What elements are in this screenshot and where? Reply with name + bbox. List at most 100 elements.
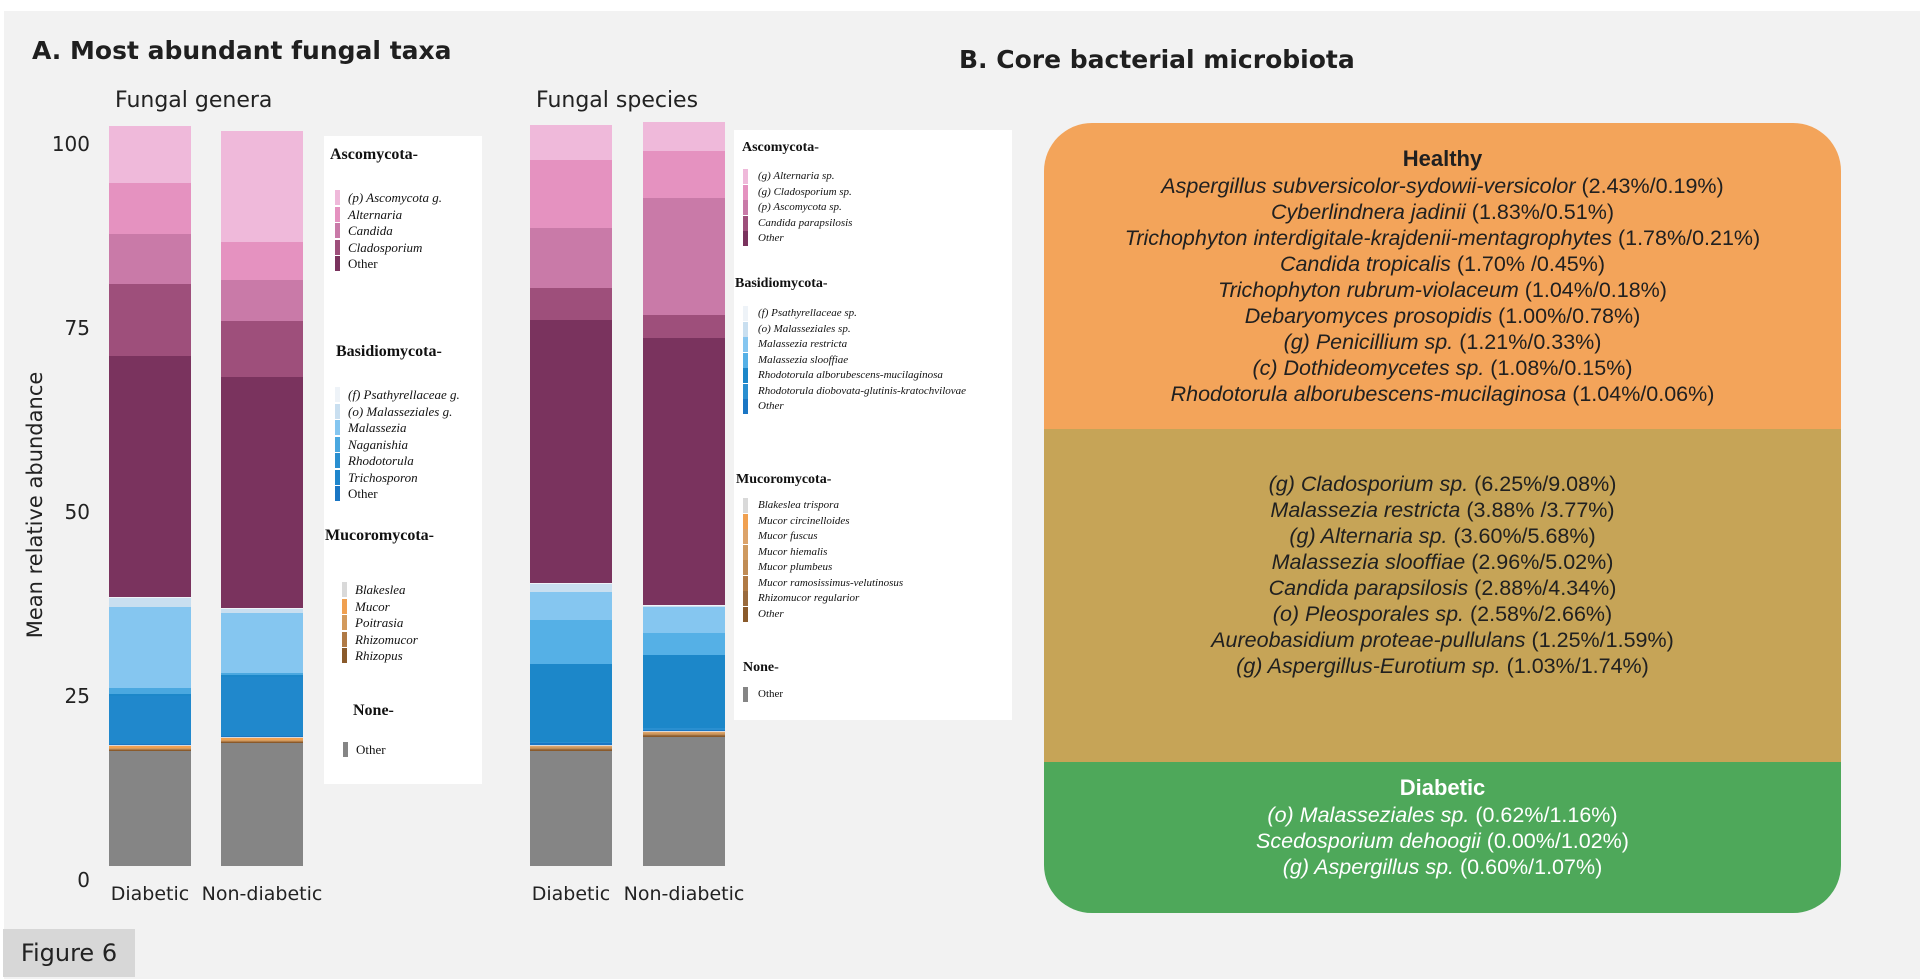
- bar-segment: [643, 606, 725, 633]
- legend-label: (f) Psathyrellaceae sp.: [758, 307, 857, 319]
- bar-segment: [109, 748, 191, 750]
- bar-segment: [643, 315, 725, 338]
- taxon-row: Trichophyton interdigitale-krajdenii-men…: [1125, 225, 1760, 251]
- bar-segment: [221, 673, 303, 676]
- legend-item: Other: [335, 256, 378, 271]
- bar-segment: [530, 620, 612, 665]
- bar-segment: [530, 743, 612, 745]
- legend-label: (g) Cladosporium sp.: [758, 185, 852, 198]
- legend-item: Malassezia restricta: [743, 337, 847, 352]
- taxon-name: Candida parapsilosis: [1268, 576, 1469, 600]
- legend-group-title: None-: [353, 702, 394, 719]
- bar-segment: [221, 609, 303, 613]
- legend-swatch: [743, 231, 748, 246]
- taxon-row: Malassezia slooffiae (2.96%/5.02%): [1272, 549, 1614, 575]
- legend-label: Mucor: [355, 598, 390, 614]
- taxon-name: Rhodotorula alborubescens-mucilaginosa: [1170, 382, 1567, 406]
- taxon-row: Trichophyton rubrum-violaceum (1.04%/0.1…: [1218, 277, 1667, 303]
- bar-segment: [530, 748, 612, 749]
- legend-swatch: [743, 321, 748, 337]
- bar-segment: [530, 124, 612, 161]
- legend-label: Other: [348, 486, 378, 501]
- bar-segment: [643, 735, 725, 737]
- legend-swatch: [743, 575, 748, 591]
- legend-swatch: [743, 184, 748, 200]
- legend-swatch: [335, 486, 340, 501]
- y-tick-label: 50: [64, 500, 90, 524]
- bar-segment: [109, 598, 191, 607]
- legend-swatch: [743, 215, 748, 231]
- legend-item: (p) Ascomycota g.: [335, 190, 442, 205]
- legend-label: (g) Alternaria sp.: [758, 170, 835, 182]
- bar-segment: [109, 693, 191, 696]
- taxon-values: (1.83%/0.51%): [1471, 200, 1614, 224]
- taxon-name: Aureobasidium proteae-pullulans: [1211, 628, 1526, 652]
- legend-label: Mucor plumbeus: [758, 561, 833, 573]
- y-tick-label: 25: [64, 684, 90, 708]
- legend-group-title: Mucoromycota-: [325, 527, 434, 544]
- taxon-name: (g) Alternaria sp.: [1289, 524, 1448, 548]
- legend-label: Malassezia: [348, 420, 407, 435]
- taxon-values: (3.88% /3.77%): [1466, 498, 1615, 522]
- legend-item: Mucor hiemalis: [743, 544, 828, 560]
- legend-item: (o) Malasseziales g.: [335, 403, 453, 419]
- bar-segment: [643, 735, 725, 736]
- legend-swatch: [743, 337, 748, 352]
- x-tick-label: Diabetic: [531, 883, 611, 905]
- x-tick-label: Non-diabetic: [623, 883, 745, 905]
- panel-b-title: B. Core bacterial microbiota: [959, 45, 1355, 74]
- taxon-name: Malassezia slooffiae: [1271, 550, 1466, 574]
- taxon-name: (c) Dothideomycetes sp.: [1252, 356, 1485, 380]
- legend-label: Naganishia: [348, 436, 408, 452]
- bar-segment: [530, 288, 612, 320]
- bar-segment: [109, 696, 191, 744]
- y-tick-label: 75: [64, 316, 90, 340]
- taxon-row: Rhodotorula alborubescens-mucilaginosa (…: [1171, 381, 1715, 407]
- bar-segment: [643, 337, 725, 605]
- legend-swatch: [342, 631, 347, 647]
- bar-segment: [643, 732, 725, 734]
- bar-segment: [530, 160, 612, 228]
- legend-swatch: [335, 469, 340, 485]
- legend-item: (g) Cladosporium sp.: [743, 184, 852, 200]
- band-shared: (g) Cladosporium sp. (6.25%/9.08%)Malass…: [1044, 429, 1841, 762]
- bar-segment: [221, 612, 303, 674]
- taxon-values: (1.04%/0.06%): [1572, 382, 1715, 406]
- legend-label: Rhodotorula alborubescens-mucilaginosa: [758, 369, 943, 381]
- taxon-row: (g) Aspergillus-Eurotium sp. (1.03%/1.74…: [1236, 653, 1649, 679]
- legend-label: Malassezia restricta: [758, 338, 848, 350]
- chart-title: Fungal species: [536, 88, 699, 113]
- legend-group-title: Basidiomycota-: [735, 276, 828, 291]
- legend-swatch: [335, 206, 340, 222]
- legend-item: Trichosporon: [335, 469, 418, 485]
- taxon-values: (2.96%/5.02%): [1471, 550, 1614, 574]
- legend-label: Mucor hiemalis: [758, 545, 828, 558]
- bar-segment: [530, 746, 612, 747]
- taxon-row: Debaryomyces prosopidis (1.00%/0.78%): [1245, 303, 1641, 329]
- taxon-name: Debaryomyces prosopidis: [1244, 304, 1493, 328]
- bar-segment: [530, 748, 612, 750]
- legend-swatch: [743, 560, 748, 575]
- band-diabetic: Diabetic(o) Malasseziales sp. (0.62%/1.1…: [1044, 762, 1841, 913]
- taxon-name: (g) Penicillium sp.: [1283, 330, 1454, 354]
- taxon-values: (1.78%/0.21%): [1617, 226, 1761, 250]
- legend-swatch: [743, 529, 748, 544]
- legend-label: Poitrasia: [355, 615, 404, 630]
- taxon-name: Trichophyton interdigitale-krajdenii-men…: [1124, 226, 1612, 250]
- bar-segment: [530, 227, 612, 289]
- bar-segment: [643, 736, 725, 866]
- bar-segment: [221, 735, 303, 738]
- bar-segment: [109, 750, 191, 866]
- stacked-bar-non-diabetic: [221, 130, 303, 866]
- bar-segment: [109, 746, 191, 749]
- taxon-values: (1.03%/1.74%): [1506, 654, 1649, 678]
- legend-item: Poitrasia: [342, 615, 403, 630]
- bar-segment: [643, 730, 725, 732]
- legend-label: (o) Malasseziales g.: [348, 403, 453, 419]
- bar-segment: [530, 664, 612, 742]
- legend-group-title: Mucoromycota-: [736, 472, 832, 487]
- legend-label: Candida parapsilosis: [758, 216, 853, 229]
- bar-segment: [221, 676, 303, 736]
- legend-label: Other: [758, 688, 784, 700]
